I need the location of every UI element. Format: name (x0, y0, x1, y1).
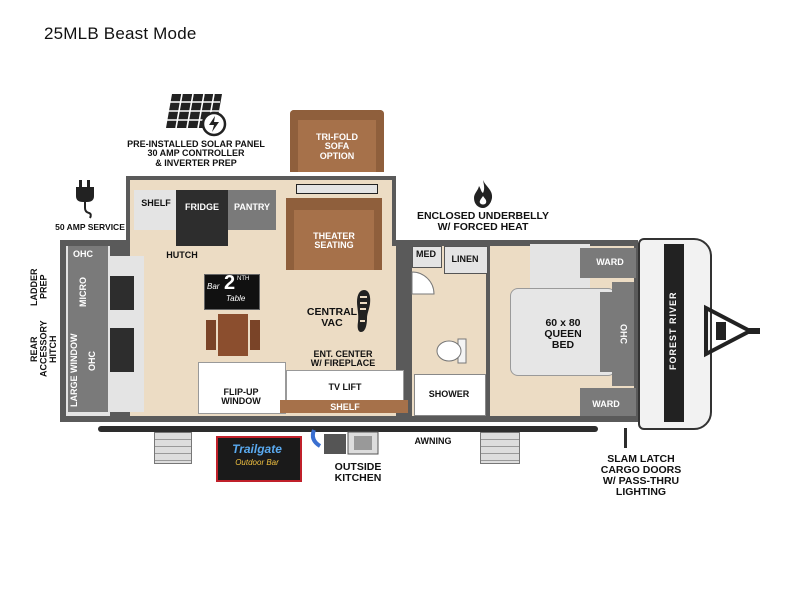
theater-seating (286, 198, 382, 270)
outside-kitchen-label: OUTSIDE KITCHEN (334, 461, 382, 485)
bar-table-text-1: Bar (207, 282, 220, 291)
sink (110, 328, 134, 372)
bar-table-text-2: 2 (224, 272, 236, 294)
tailgate-text-2: Outdoor Bar (235, 458, 279, 467)
page-title: 25MLB Beast Mode (44, 24, 197, 43)
shower-label: SHOWER (428, 389, 470, 399)
central-vac-label: CENTRAL VAC (306, 306, 358, 330)
linen-cabinet (444, 246, 488, 274)
ward-top (580, 248, 636, 278)
tv-lift-label: TV LIFT (328, 382, 362, 392)
shower-stall (414, 374, 486, 416)
fridge (176, 190, 228, 246)
micro-label: MICRO (78, 277, 88, 307)
dinette-stool-right (250, 320, 260, 350)
queen-bed-label: 60 x 80 QUEEN BED (544, 317, 582, 352)
entry-step-front (480, 432, 520, 464)
shelf-top-label: SHELF (141, 198, 171, 208)
cargo-callout: SLAM LATCH CARGO DOORS W/ PASS-THRU LIGH… (600, 453, 682, 499)
solar-panel-icon (166, 93, 227, 137)
flame-icon (474, 180, 493, 208)
ohc-rear-top-label: OHC (73, 249, 93, 259)
sofa-option-arm-right (376, 118, 384, 172)
ohc-rear-label: OHC (87, 351, 97, 371)
shelf-bottom (280, 400, 410, 413)
ladder-callout: LADDER PREP (29, 268, 49, 306)
ward-bottom-label: WARD (592, 399, 620, 409)
med-cabinet (412, 246, 442, 268)
bar-table-text-3: NTH (237, 276, 250, 282)
dinette-table (218, 314, 248, 356)
bath-wall-right (486, 240, 490, 416)
brand-label: FOREST RIVER (668, 291, 678, 371)
bath-wall-left (408, 240, 412, 416)
tailgate-text-1: Trailgate (232, 442, 282, 456)
hutch-label: HUTCH (166, 250, 198, 260)
theater-seating-label: THEATER SEATING (313, 231, 355, 251)
sofa-option-outline (290, 110, 384, 172)
footprint-icon (357, 290, 371, 332)
linen-label: LINEN (451, 254, 479, 264)
tongue-hitch (704, 304, 760, 358)
theater-seating-arm-left (286, 198, 294, 270)
bar-table-text-4: Table (226, 294, 246, 303)
flip-up-window-panel (198, 362, 286, 414)
ward-top-label: WARD (596, 257, 624, 267)
shelf-top (134, 190, 178, 230)
pantry (228, 190, 276, 230)
underbelly-callout: ENCLOSED UNDERBELLY W/ FORCED HEAT (416, 210, 550, 234)
front-cap-stripe (664, 244, 684, 422)
hitch-callout: REAR ACCESSORY HITCH (29, 320, 58, 378)
shelf-bottom-label: SHELF (330, 402, 360, 412)
rear-cabinet-column (68, 246, 108, 412)
bar-table-badge (204, 274, 260, 310)
outside-kitchen-icon (310, 429, 379, 455)
power-plug-icon (76, 180, 94, 219)
theater-seating-arm-right (374, 198, 382, 270)
large-window-label: LARGE WINDOW (69, 333, 79, 407)
dinette-stool-left (206, 320, 216, 350)
fridge-label: FRIDGE (184, 202, 219, 212)
cooktop (110, 276, 134, 310)
ward-bottom (580, 388, 636, 416)
awning-bar (98, 426, 598, 432)
sofa-option-back (290, 110, 384, 120)
toilet-icon (436, 338, 467, 364)
sofa-option-label: TRI-FOLD SOFA OPTION (316, 132, 358, 161)
med-label: MED (416, 249, 436, 259)
slide-window (296, 184, 378, 194)
awning-label: AWNING (414, 436, 452, 446)
bath-sink-icon (411, 271, 435, 295)
ent-center-label: ENT. CENTER W/ FIREPLACE (310, 349, 376, 369)
sofa-option-arm-left (290, 118, 298, 172)
flip-up-window-label: FLIP-UP WINDOW (221, 387, 261, 407)
service-callout: 50 AMP SERVICE (55, 222, 125, 232)
pantry-label: PANTRY (234, 202, 270, 212)
entry-step-rear (154, 432, 192, 464)
solar-callout: PRE-INSTALLED SOLAR PANEL 30 AMP CONTROL… (127, 139, 265, 168)
ohc-front-label: OHC (618, 324, 629, 344)
theater-seating-back (286, 198, 382, 210)
tailgate-badge (216, 436, 302, 482)
front-ohc (612, 282, 634, 386)
cargo-pointer (624, 428, 627, 448)
queen-bed (510, 288, 616, 376)
